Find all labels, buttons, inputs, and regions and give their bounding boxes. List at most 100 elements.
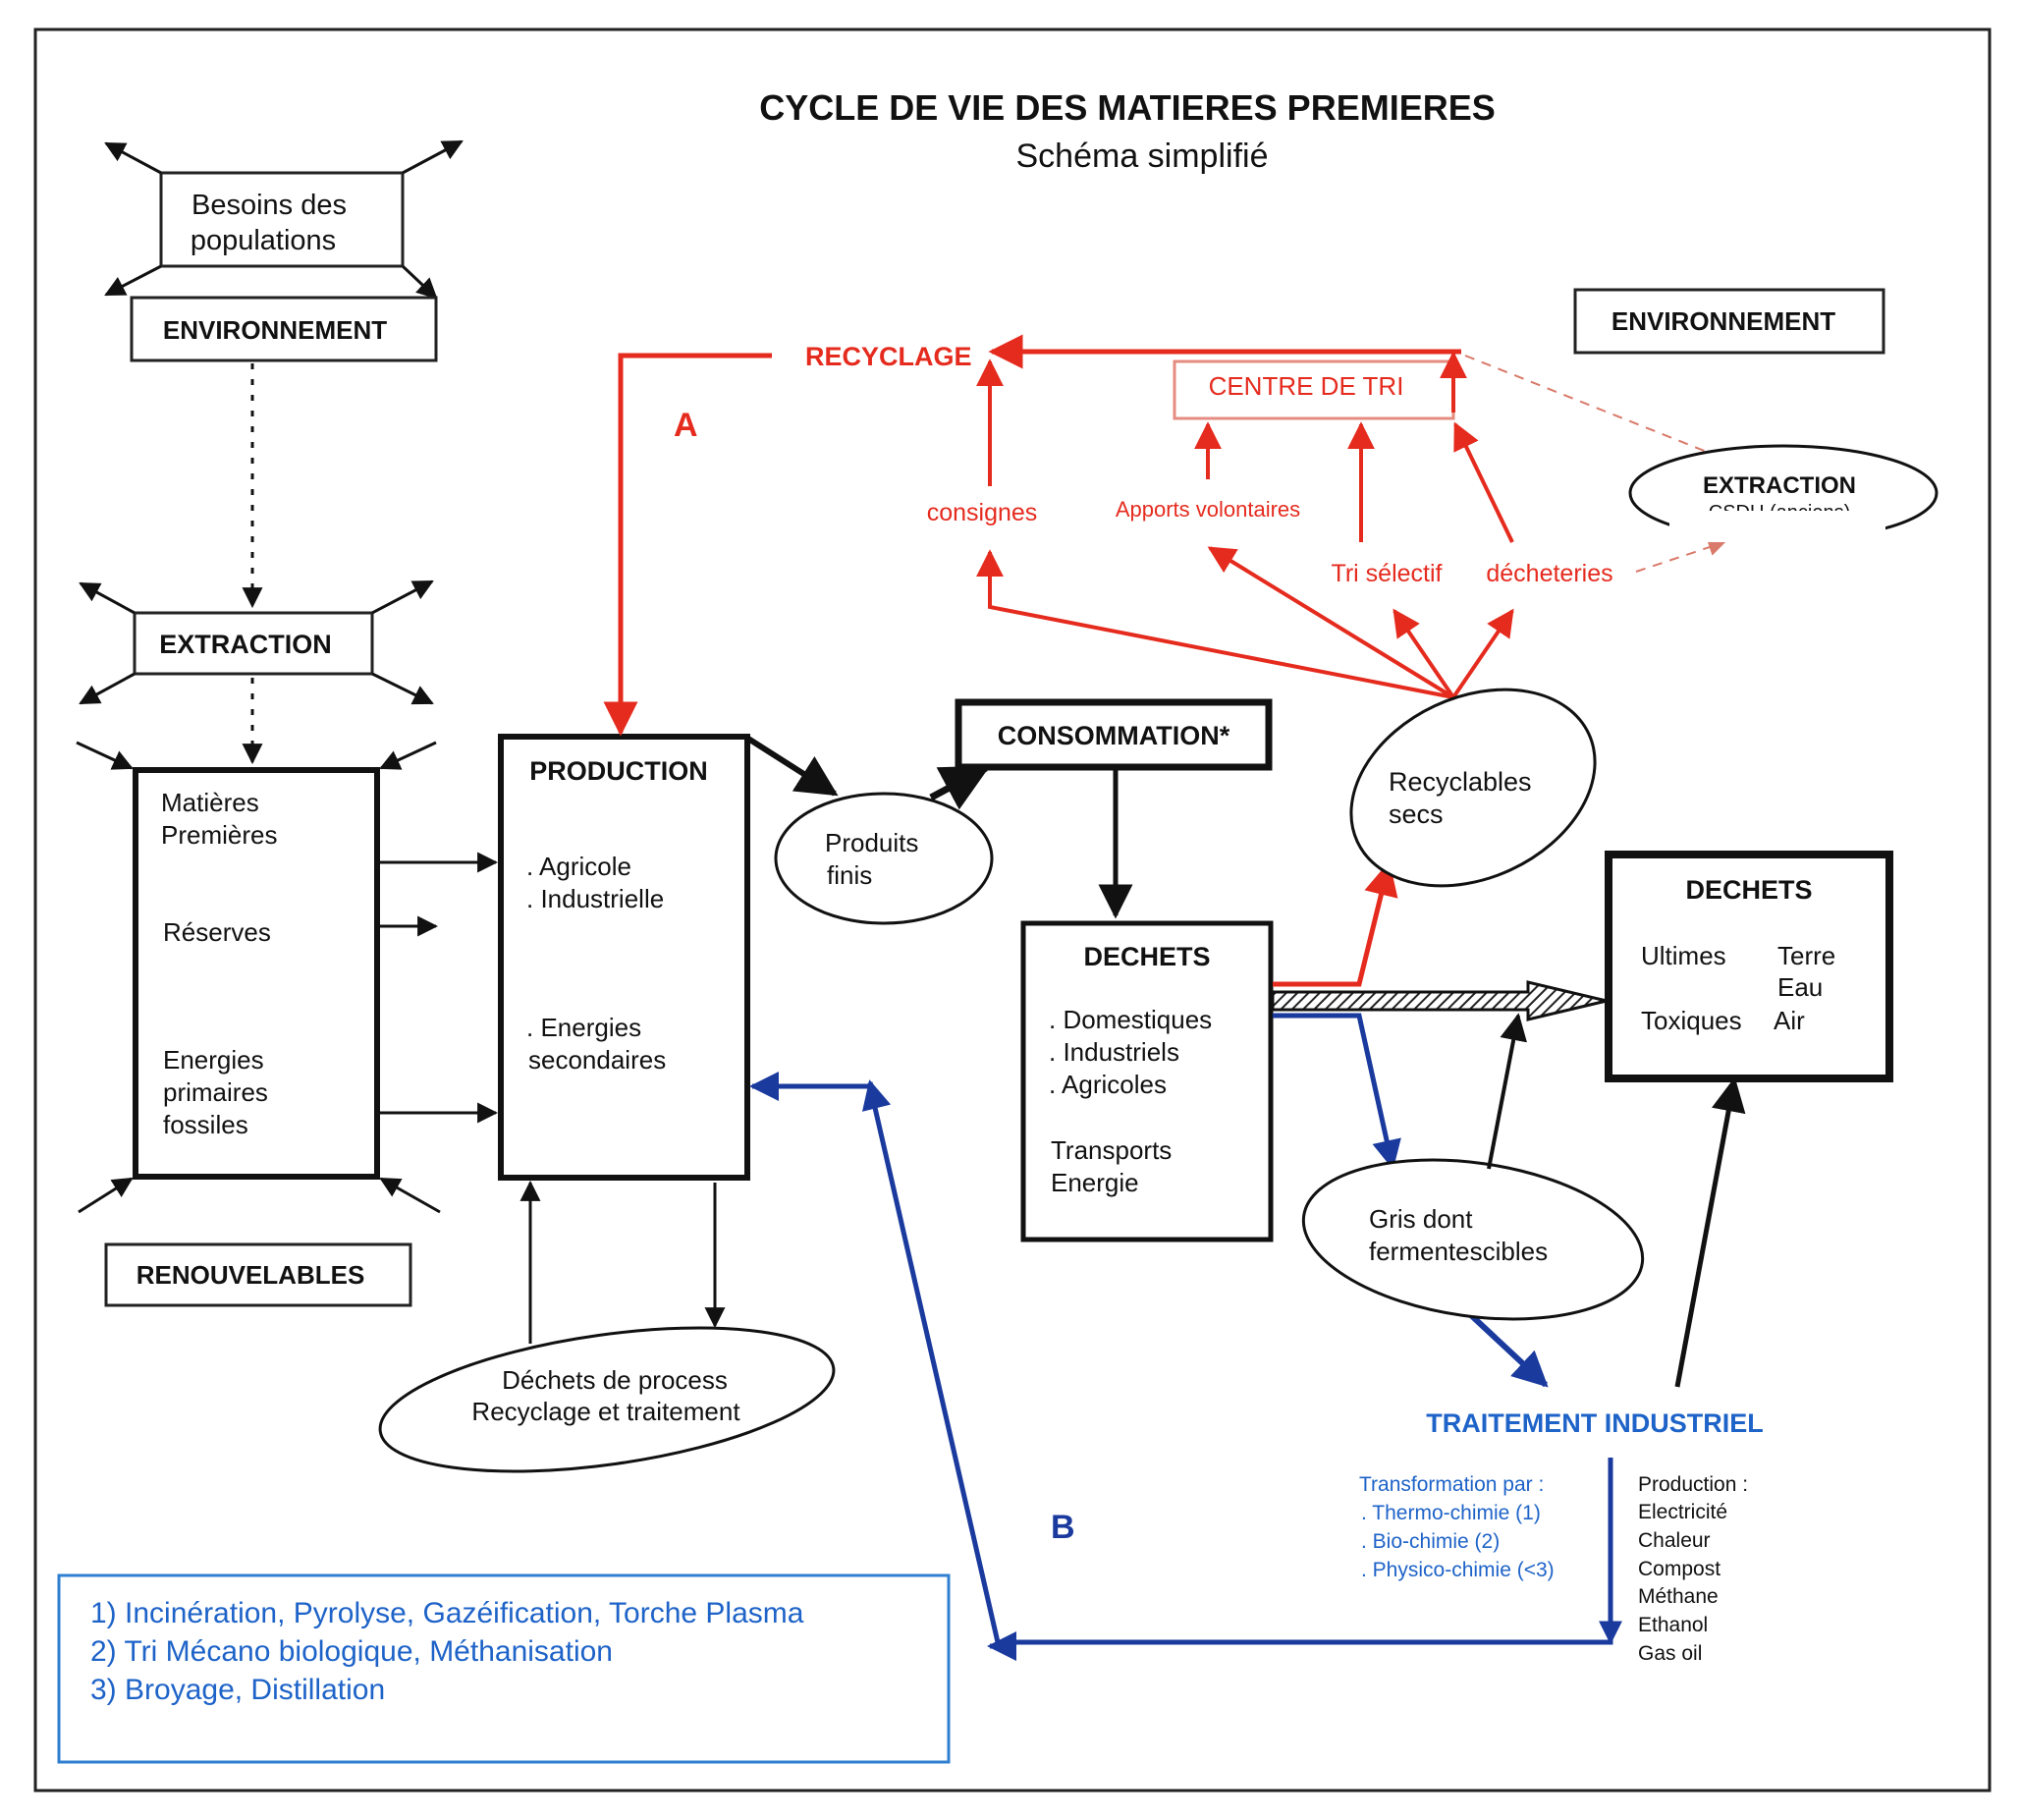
dechets-process-label-1: Déchets de process: [502, 1365, 728, 1395]
loop-corner-arrowhead: [861, 1079, 892, 1112]
recyclables-to-apports-arrow: [1207, 546, 1455, 699]
dechets-box: DECHETS . Domestiques . Industriels . Ag…: [1020, 920, 1274, 1242]
consommation-label: CONSOMMATION*: [998, 721, 1230, 750]
transformation-line: . Bio-chimie (2): [1361, 1530, 1500, 1553]
matieres-spoke-arrow: [379, 741, 437, 770]
production-output-line: Production :: [1638, 1473, 1748, 1496]
renouvelables-label: RENOUVELABLES: [137, 1260, 365, 1290]
besoins-node: Besoins des populations: [104, 139, 464, 300]
production-box: PRODUCTION . Agricole . Industrielle . E…: [498, 734, 750, 1181]
dechets-item-agricoles: . Agricoles: [1049, 1070, 1167, 1099]
energies-label-2: primaires: [163, 1077, 268, 1107]
besoins-spoke-arrow: [402, 139, 464, 175]
produits-finis-ellipse: Produits finis: [774, 792, 994, 925]
environnement-left-box: ENVIRONNEMENT: [130, 296, 438, 362]
legend-box: 1) Incinération, Pyrolyse, Gazéification…: [57, 1573, 951, 1764]
consommation-box: CONSOMMATION*: [955, 698, 1273, 771]
traitement-to-dechets-ultimes-arrow: [1674, 1076, 1746, 1388]
label-a: A: [674, 407, 698, 444]
apports-label: Apports volontaires: [1116, 497, 1300, 522]
decheteries-to-csdu-dashed-arrow: [1635, 538, 1726, 573]
production-item-agricole: . Agricole: [526, 852, 631, 881]
recyclables-label-2: secs: [1389, 800, 1444, 829]
matieres-premieres-box: Matières Premières Réserves Energies pri…: [76, 741, 441, 1214]
besoins-label-1: Besoins des: [191, 190, 347, 221]
label-b: B: [1051, 1509, 1075, 1546]
diagram-title: CYCLE DE VIE DES MATIERES PREMIERES: [759, 87, 1495, 128]
production-item-industrielle: . Industrielle: [526, 884, 664, 913]
production-item-secondaires: secondaires: [528, 1045, 666, 1075]
dechets-item-industriels: . Industriels: [1049, 1037, 1179, 1067]
production-output-line: Electricité: [1638, 1501, 1727, 1523]
matieres-label-1: Matières: [161, 788, 259, 817]
besoins-spoke-arrow: [401, 264, 438, 300]
production-output-list: Production : Electricité Chaleur Compost…: [1638, 1473, 1748, 1665]
dechets-item-domestiques: . Domestiques: [1049, 1005, 1212, 1034]
production-item-energies: . Energies: [526, 1013, 641, 1042]
ultimes-label: Ultimes: [1641, 941, 1726, 970]
treatment-loop: B: [749, 1013, 1622, 1661]
gris-to-dechets-ultimes-arrow: [1487, 1013, 1527, 1170]
diagram-subtitle: Schéma simplifié: [1016, 138, 1269, 175]
recyclables-to-consignes-arrow: [976, 549, 1454, 699]
dechets-to-gris-arrow: [1273, 1013, 1401, 1170]
csdu-label-clip: [1669, 511, 1885, 542]
recyclables-secs-ellipse: Recyclables secs: [1349, 688, 1597, 888]
production-output-line: Méthane: [1638, 1585, 1719, 1608]
recyclables-to-decheteries-arrow: [1451, 608, 1514, 699]
legend-line-1: 1) Incinération, Pyrolyse, Gazéification…: [90, 1597, 804, 1629]
environnement-right-label: ENVIRONNEMENT: [1611, 306, 1835, 336]
production-output-line: Gas oil: [1638, 1642, 1702, 1665]
renouvelables-box: RENOUVELABLES: [104, 1242, 412, 1307]
air-label: Air: [1774, 1006, 1805, 1035]
extraction-csdu-ellipse: EXTRACTION CSDU (anciens): [1628, 444, 1939, 542]
recyclage-label: RECYCLAGE: [805, 342, 972, 371]
produits-finis-to-consommation-arrow: [929, 764, 991, 810]
produits-finis-label-2: finis: [827, 860, 872, 890]
dechets-title: DECHETS: [1083, 942, 1210, 971]
recyclage-to-production-arrow: [603, 353, 772, 737]
extraction-node: EXTRACTION: [79, 579, 434, 705]
tri-selectif-label: Tri sélectif: [1332, 560, 1443, 587]
energies-label-3: fossiles: [163, 1110, 248, 1139]
extraction-csdu-label-1: EXTRACTION: [1703, 472, 1856, 499]
extraction-label: EXTRACTION: [159, 630, 332, 659]
environnement-left-label: ENVIRONNEMENT: [163, 315, 387, 345]
decheteries-up-arrow: [1453, 421, 1514, 543]
extraction-spoke-arrow: [371, 672, 434, 705]
csdu-dashed-link: [1464, 355, 1708, 453]
transformation-line: . Physico-chimie (<3): [1361, 1559, 1555, 1581]
extraction-spoke-arrow: [79, 581, 136, 615]
centre-de-tri-box: [1173, 359, 1455, 420]
gris-label-1: Gris dont: [1369, 1204, 1473, 1234]
recyclables-label-1: Recyclables: [1389, 767, 1532, 797]
production-output-line: Chaleur: [1638, 1529, 1711, 1552]
reserves-label: Réserves: [163, 917, 271, 947]
dechets-to-ultimes-hatched-arrow: [1271, 980, 1608, 1021]
consignes-label: consignes: [927, 499, 1038, 526]
extraction-spoke-arrow: [79, 672, 136, 705]
gris-label-2: fermentescibles: [1369, 1237, 1548, 1266]
besoins-spoke-arrow: [104, 264, 162, 297]
besoins-label-2: populations: [191, 225, 336, 256]
dechets-ultimes-title: DECHETS: [1685, 875, 1812, 905]
dechets-process-ellipse: Déchets de process Recyclage et traiteme…: [378, 1326, 836, 1473]
environnement-right-box: ENVIRONNEMENT: [1573, 288, 1885, 355]
traitement-industriel-title: TRAITEMENT INDUSTRIEL: [1426, 1408, 1764, 1438]
production-output-line: Compost: [1638, 1558, 1721, 1580]
terre-label: Terre: [1777, 941, 1835, 970]
recyclables-to-tri-arrow: [1393, 608, 1455, 699]
dechets-process-label-2: Recyclage et traitement: [471, 1397, 740, 1426]
decheteries-label: décheteries: [1486, 560, 1612, 587]
toxiques-label: Toxiques: [1641, 1006, 1742, 1035]
production-output-line: Ethanol: [1638, 1614, 1708, 1636]
centre-de-tri-label: CENTRE DE TRI: [1209, 371, 1404, 401]
matieres-spoke-arrow: [78, 1177, 134, 1214]
outer-frame: [33, 28, 1992, 1792]
matieres-spoke-arrow: [76, 741, 134, 770]
matieres-spoke-arrow: [379, 1177, 441, 1214]
transformation-list: Transformation par : . Thermo-chimie (1)…: [1359, 1473, 1555, 1581]
dechets-item-energie: Energie: [1051, 1168, 1139, 1197]
legend-line-3: 3) Broyage, Distillation: [90, 1674, 385, 1706]
